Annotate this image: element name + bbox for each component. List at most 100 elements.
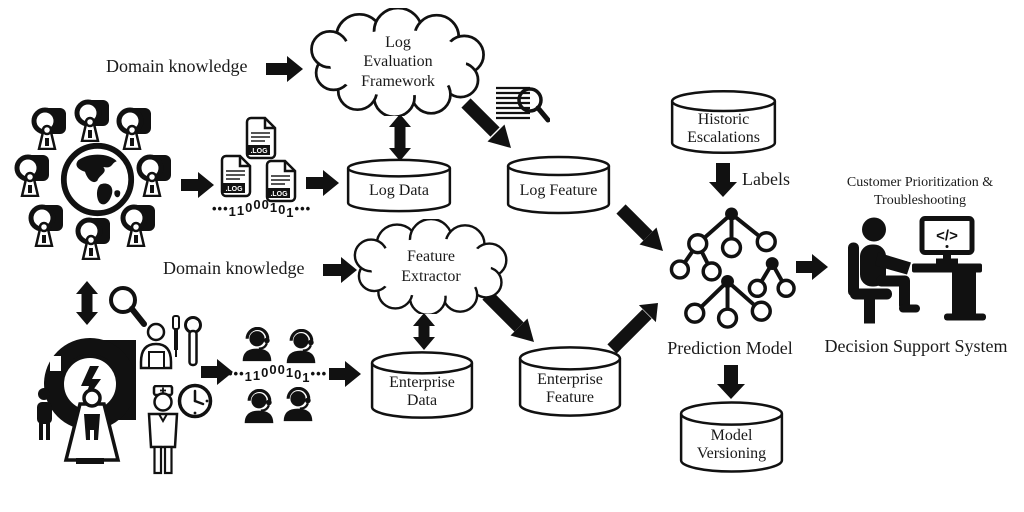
log-binary-stream: •••11000101•••: [212, 197, 312, 220]
arrow-log-evaluation-to-log-feature: [461, 98, 511, 148]
binary-digits: 11000101: [244, 362, 311, 385]
cylinder-label: Log Feature: [519, 182, 598, 200]
support-agent-icon: [281, 387, 315, 423]
log-file-label: .LOG: [225, 186, 243, 193]
mri-scanner-icon: [11, 153, 51, 197]
cloud-shape: [353, 219, 508, 314]
tools-icon: [168, 314, 202, 372]
log-file-label: .LOG: [270, 191, 288, 198]
arrow-log-files-to-log-data: [306, 170, 339, 196]
arrow-agents-to-enterprise-data: [329, 361, 361, 387]
mri-scanner-icon: [117, 203, 157, 247]
cloud-label: Log Evaluation Framework: [306, 8, 490, 116]
cylinder-label: Log Data: [369, 182, 429, 200]
mri-scanner-icon: [113, 106, 153, 150]
analyst-workstation-icon: </>: [848, 212, 986, 328]
arrow-historic-escalations-to-prediction-model: [709, 163, 737, 197]
arrow-globe-to-log-files: [181, 172, 214, 198]
feature-extractor-cloud: Feature Extractor: [350, 219, 512, 314]
labels-annotation: Labels: [742, 169, 790, 189]
arrow-prediction-model-to-decision-support: [796, 254, 828, 280]
decision-support-system-label: Decision Support System: [824, 336, 1008, 356]
domain-knowledge-top-label: Domain knowledge: [106, 56, 248, 76]
mri-machine-icon: [32, 322, 144, 464]
cylinder-label: Historic: [697, 111, 750, 129]
patient-icon: [84, 414, 100, 440]
enterprise-binary-stream: •••11000101•••: [228, 362, 328, 385]
magnifier-icon: [106, 284, 148, 330]
arrow-domain-knowledge-to-feature-extractor: [323, 257, 357, 283]
log-evaluation-framework-cloud: Log Evaluation Framework: [306, 8, 490, 116]
mri-scanner-icon: [71, 98, 111, 142]
prediction-model-label: Prediction Model: [667, 338, 793, 358]
model-versioning-cylinder: Model Versioning: [679, 400, 784, 474]
enterprise-feature-cylinder: Enterprise Feature: [518, 345, 622, 418]
double-arrow-feature-extractor-enterprise-data: [413, 313, 435, 350]
historic-escalations-cylinder: Historic Escalations: [670, 89, 777, 155]
lightning-bolt-icon: [81, 366, 101, 404]
arrow-prediction-model-to-model-versioning: [717, 365, 745, 399]
cloud-line: Log: [385, 33, 411, 51]
arrow-mri-to-agents: [201, 359, 233, 385]
log-file-icon: .LOG: [218, 154, 252, 198]
cloud-shape: [310, 8, 485, 116]
mri-scanner-icon: [72, 216, 112, 260]
binary-dots: •••: [212, 201, 229, 216]
log-file-label: .LOG: [250, 148, 268, 155]
clock-icon: [176, 382, 214, 420]
mri-scanner-icon: [133, 153, 173, 197]
seated-person-icon: [848, 217, 920, 324]
arrow-log-feature-to-prediction-model: [616, 204, 663, 251]
log-data-cylinder: Log Data: [346, 158, 452, 213]
mri-scanner-icon: [28, 106, 68, 150]
cylinder-shape: [506, 155, 611, 215]
cloud-line: Evaluation: [363, 53, 433, 71]
cylinder-label: Data: [406, 392, 438, 410]
mri-scanner-icon: [25, 203, 65, 247]
doctor-icon: [141, 385, 185, 477]
log-file-icon: .LOG: [263, 159, 297, 203]
cylinder-label: Enterprise: [389, 374, 455, 392]
customer-prioritization-label: Customer Prioritization & Troubleshootin…: [820, 174, 1020, 210]
service-worker-icon: [138, 322, 176, 370]
log-file-icon: .LOG: [243, 116, 277, 160]
arrow-domain-knowledge-to-log-evaluation: [266, 56, 303, 82]
double-arrow-globe-mri: [76, 281, 98, 325]
binary-dots: •••: [294, 201, 312, 216]
log-feature-cylinder: Log Feature: [506, 155, 611, 215]
log-search-icon: [494, 84, 550, 130]
cylinder-shape: [370, 350, 474, 420]
monitor-icon: </>: [919, 216, 975, 264]
support-agent-icon: [284, 329, 318, 365]
technician-icon: [37, 388, 52, 440]
cylinder-shape: [518, 345, 622, 418]
globe-icon: [59, 141, 136, 218]
prediction-model-icon: [668, 202, 796, 336]
domain-knowledge-bottom-label: Domain knowledge: [163, 258, 305, 278]
cylinder-label: Model: [710, 426, 753, 444]
cloud-line: Feature: [407, 247, 455, 265]
binary-digits: 11000101: [228, 197, 295, 220]
cylinder-shape: [679, 400, 784, 474]
monitor-code-text: </>: [936, 228, 958, 245]
enterprise-data-cylinder: Enterprise Data: [370, 350, 474, 420]
cylinder-shape: [346, 158, 452, 213]
desk-icon: [912, 263, 986, 321]
cloud-label: Feature Extractor: [350, 219, 512, 314]
cylinder-label: Escalations: [687, 128, 760, 146]
cylinder-label: Enterprise: [537, 371, 603, 389]
support-agent-icon: [240, 327, 274, 363]
cylinder-label: Versioning: [696, 444, 767, 462]
arrow-feature-extractor-to-enterprise-feature: [482, 290, 534, 342]
binary-dots: •••: [228, 366, 245, 381]
cloud-line: Extractor: [401, 267, 461, 285]
customer-prioritization-line2: Troubleshooting: [873, 193, 967, 209]
cylinder-label: Feature: [546, 389, 594, 407]
cloud-line: Framework: [361, 72, 435, 90]
arrow-enterprise-feature-to-prediction-model: [607, 303, 658, 354]
support-agent-icon: [242, 389, 276, 425]
binary-dots: •••: [310, 366, 328, 381]
customer-prioritization-line1: Customer Prioritization &: [846, 175, 994, 190]
